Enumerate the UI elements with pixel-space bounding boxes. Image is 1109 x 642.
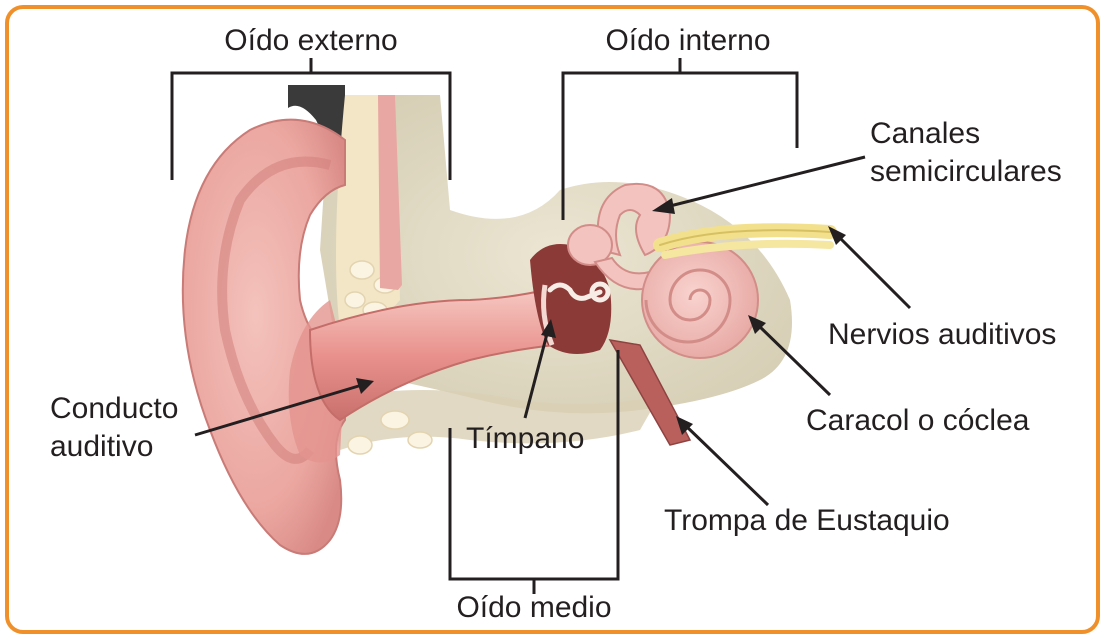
label-semicircular-canals-2: semicirculares bbox=[870, 155, 1062, 188]
cochlea bbox=[642, 242, 758, 358]
label-eardrum: Tímpano bbox=[466, 422, 584, 455]
label-cochlea: Caracol o cóclea bbox=[806, 404, 1030, 437]
label-eustachian-tube: Trompa de Eustaquio bbox=[664, 504, 950, 537]
label-semicircular-canals-1: Canales bbox=[870, 117, 980, 150]
eustachian-leader bbox=[685, 425, 768, 505]
label-ear-canal-2: auditivo bbox=[50, 430, 153, 463]
semicircular-leader bbox=[662, 157, 865, 208]
label-auditory-nerves: Nervios auditivos bbox=[828, 318, 1056, 351]
label-outer-ear: Oído externo bbox=[224, 24, 397, 57]
label-ear-canal-1: Conducto bbox=[50, 392, 178, 425]
label-middle-ear: Oído medio bbox=[456, 591, 611, 624]
label-inner-ear: Oído interno bbox=[605, 24, 770, 57]
nerves-leader bbox=[838, 236, 910, 308]
